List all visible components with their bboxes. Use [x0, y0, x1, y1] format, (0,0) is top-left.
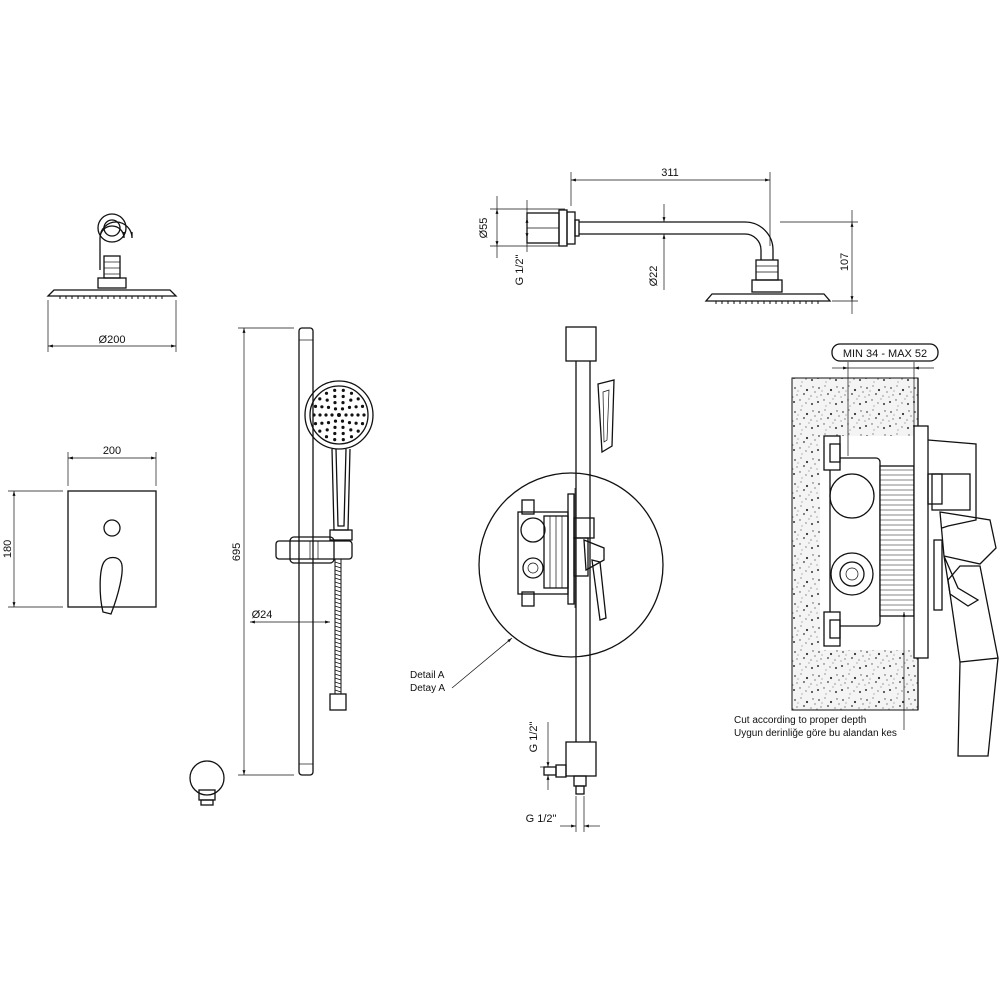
slide-rail-view: 695 Ø24 — [231, 327, 374, 776]
installation-section-view: MIN 34 - MAX 52 Cut according to proper … — [734, 343, 999, 757]
outlet-thread-horizontal-label: G 1/2" — [526, 813, 557, 825]
arm-flange-diameter-label: Ø55 — [478, 218, 490, 239]
shower-arm-side-view: 311 Ø55 G 1/2" Ø22 107 — [478, 167, 858, 314]
rail-diameter-label: Ø24 — [252, 609, 273, 621]
arm-drop-label: 107 — [839, 253, 851, 271]
rail-side-view: Detail A Detay A G 1/2" G 1/2" — [410, 326, 664, 832]
outlet-thread-vertical-label: G 1/2" — [528, 722, 540, 753]
mixer-plate-front-view: 200 180 — [2, 445, 157, 615]
arm-thread-label: G 1/2" — [514, 255, 526, 286]
cut-note-tr: Uygun derinliğe göre bu alandan kes — [734, 728, 897, 739]
cut-note-en: Cut according to proper depth — [734, 715, 866, 726]
plate-height-label: 180 — [2, 540, 14, 558]
plate-width-label: 200 — [103, 445, 121, 457]
rail-length-label: 695 — [231, 543, 243, 561]
arm-diameter-label: Ø22 — [648, 266, 660, 287]
detail-label-tr: Detay A — [410, 683, 445, 694]
detail-label-en: Detail A — [410, 670, 445, 681]
arm-length-label: 311 — [661, 167, 679, 179]
shower-head-front-view: Ø200 — [46, 213, 178, 352]
shower-head-diameter-label: Ø200 — [99, 334, 126, 346]
install-depth-label: MIN 34 - MAX 52 — [843, 348, 927, 360]
wall-outlet-view — [189, 760, 225, 806]
